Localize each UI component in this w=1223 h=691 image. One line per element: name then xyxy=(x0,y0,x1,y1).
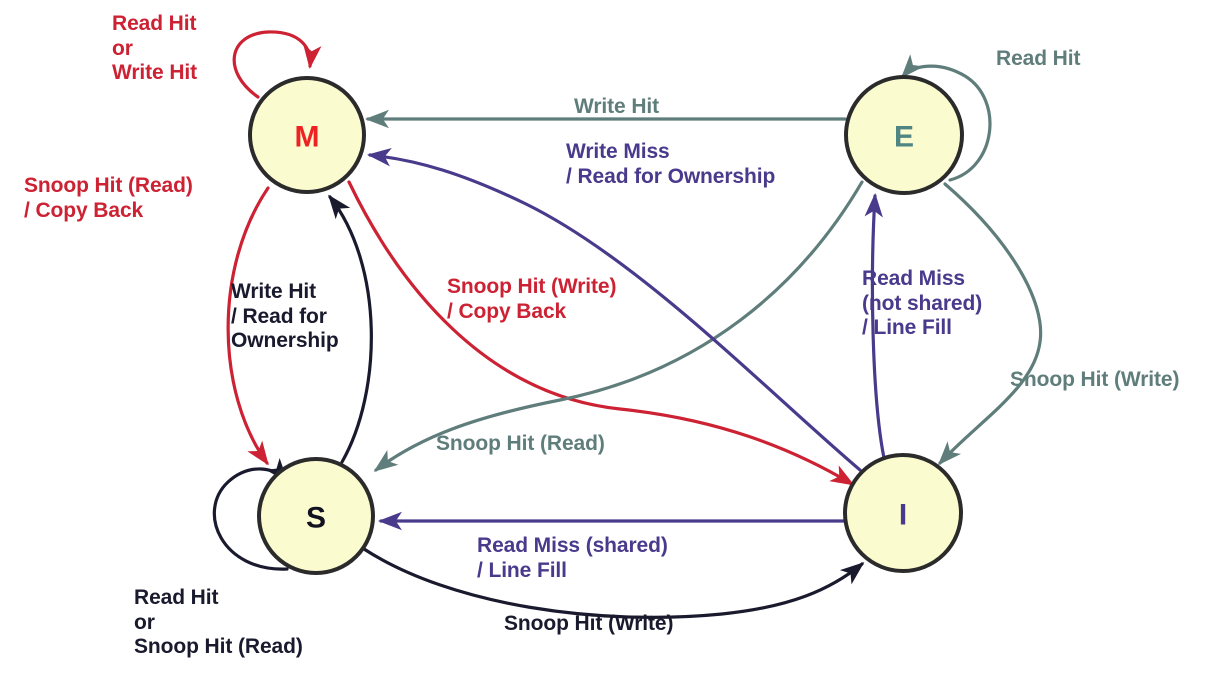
label-e-to-s: Snoop Hit (Read) xyxy=(436,432,605,455)
label-i-to-m: Write Miss / Read for Ownership xyxy=(566,140,776,188)
edge-i-to-m xyxy=(367,148,862,472)
edge-m-to-i xyxy=(347,180,855,486)
label-s-to-m: Write Hit / Read for Ownership xyxy=(231,280,339,353)
edge-i-to-e xyxy=(864,193,886,460)
label-i-to-e: Read Miss (not shared) / Line Fill xyxy=(862,267,983,340)
label-e-self-loop: Read Hit xyxy=(996,47,1081,70)
label-s-self-loop: Read Hit or Snoop Hit (Read) xyxy=(134,586,303,659)
edge-e-to-s xyxy=(373,180,864,472)
label-i-to-s: Read Miss (shared) / Line Fill xyxy=(477,534,668,582)
node-i-circle[interactable] xyxy=(843,453,963,573)
edge-e-self-loop xyxy=(900,54,992,182)
node-s-circle[interactable] xyxy=(257,457,375,575)
edge-m-to-s xyxy=(226,186,270,466)
edge-s-to-m xyxy=(328,194,373,464)
edge-s-to-i xyxy=(362,547,865,619)
node-m-circle[interactable] xyxy=(248,76,366,194)
node-e-label: E xyxy=(894,121,914,154)
edge-e-to-i xyxy=(937,182,1043,466)
label-e-to-m: Write Hit xyxy=(574,95,660,118)
edge-m-self-loop xyxy=(232,30,322,99)
label-s-to-i: Snoop Hit (Write) xyxy=(504,612,674,635)
label-m-to-s: Snoop Hit (Read) / Copy Back xyxy=(24,174,193,222)
label-m-to-i: Snoop Hit (Write) / Copy Back xyxy=(447,275,617,323)
node-i-label: I xyxy=(899,499,907,532)
edge-s-self-loop xyxy=(212,457,289,571)
node-m-label: M xyxy=(295,121,320,154)
node-e-circle[interactable] xyxy=(844,75,964,195)
node-s-label: S xyxy=(306,502,326,535)
label-m-self-loop: Read Hit or Write Hit xyxy=(112,12,198,85)
label-e-to-i: Snoop Hit (Write) xyxy=(1010,368,1180,391)
